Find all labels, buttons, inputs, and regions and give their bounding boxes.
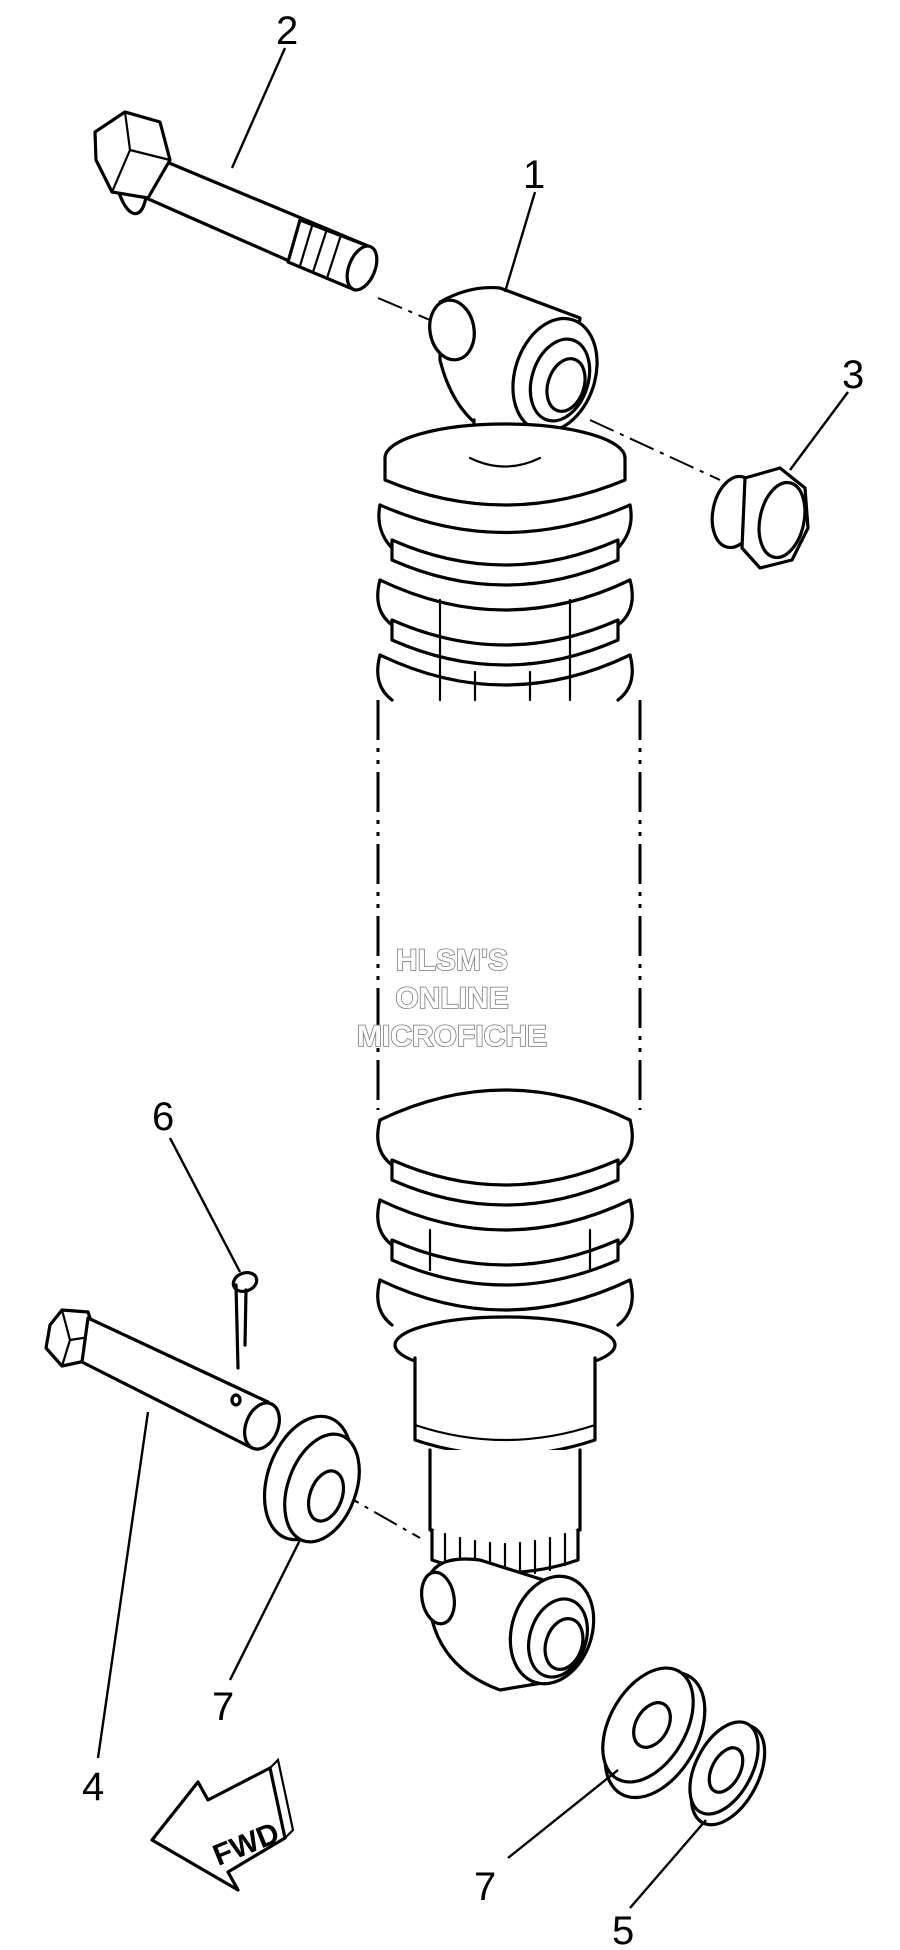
callout-7-left: 7 bbox=[212, 1685, 234, 1729]
watermark: HLSM'S ONLINE MICROFICHE bbox=[356, 943, 548, 1054]
fwd-direction-arrow: FWD bbox=[150, 1757, 295, 1892]
washer-part-5 bbox=[688, 1720, 767, 1827]
washer-part-7-right bbox=[601, 1666, 707, 1800]
callout-1: 1 bbox=[523, 153, 545, 197]
callout-4: 4 bbox=[82, 1765, 104, 1809]
washer-part-7-left bbox=[262, 1414, 361, 1544]
callout-7-right: 7 bbox=[474, 1865, 496, 1909]
watermark-line-3: MICROFICHE bbox=[357, 1020, 547, 1053]
centerline-top-bolt bbox=[377, 297, 431, 321]
shock-absorber-part-1 bbox=[376, 285, 642, 1692]
cotter-pin-part-6 bbox=[231, 1270, 259, 1370]
leader-lines bbox=[96, 47, 849, 1909]
lower-pin-part-4 bbox=[44, 1308, 281, 1451]
fwd-arrow-icon bbox=[150, 1766, 287, 1892]
callout-3: 3 bbox=[842, 353, 864, 397]
watermark-line-1: HLSM'S bbox=[396, 944, 508, 977]
flange-nut-part-3 bbox=[710, 466, 810, 570]
callout-6: 6 bbox=[152, 1095, 174, 1139]
callout-5: 5 bbox=[612, 1909, 634, 1950]
watermark-line-2: ONLINE bbox=[395, 982, 508, 1015]
bolt-top-part-2 bbox=[93, 110, 379, 292]
centerline-top-nut bbox=[589, 419, 721, 481]
callout-2: 2 bbox=[276, 9, 298, 53]
